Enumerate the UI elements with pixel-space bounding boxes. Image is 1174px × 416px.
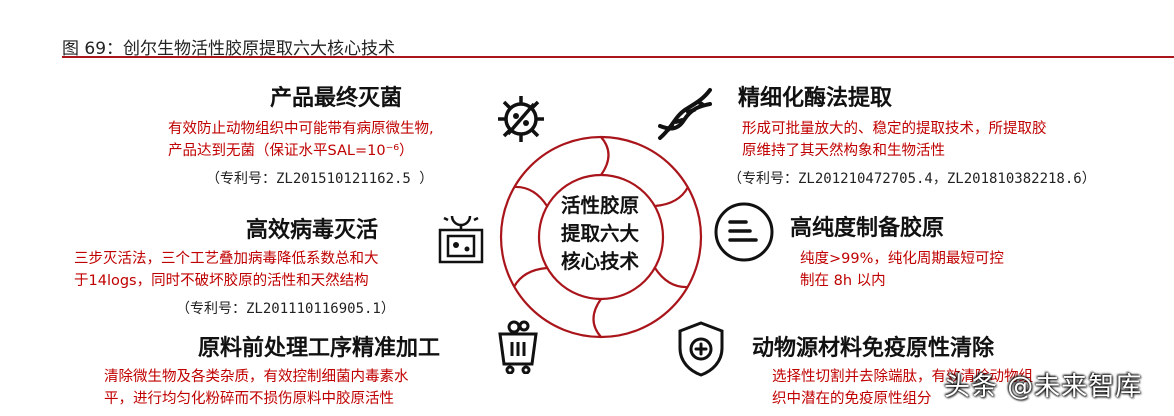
technique-patent: （专利号：ZL201510121162.5 ） — [206, 171, 434, 187]
technique-immunogen-removal: 动物源材料免疫原性清除 选择性切割并去除端肽，有效清除动物组 织中潜在的免疫原性… — [752, 330, 1132, 410]
title-divider — [62, 56, 1174, 58]
technique-desc: 形成可批量放大的、稳定的提取技术，所提取胶 原维持了其天然构象和生物活性 — [742, 121, 1047, 159]
technique-title: 高效病毒灭活 — [246, 218, 379, 243]
dna-icon — [658, 88, 712, 140]
technique-desc: 纯度>99%，纯化周期最短可控 制在 8h 以内 — [800, 251, 1004, 289]
technique-high-purity: 高纯度制备胶原 纯度>99%，纯化周期最短可控 制在 8h 以内 — [790, 210, 1090, 292]
virus-icon — [498, 96, 544, 142]
cart-icon — [498, 320, 538, 374]
technique-title: 动物源材料免疫原性清除 — [752, 336, 995, 361]
technique-title: 产品最终灭菌 — [270, 86, 403, 111]
technique-pretreatment: 原料前处理工序精准加工 清除微生物及各类杂质，有效控制细菌内毒素水 平，进行均匀… — [104, 330, 494, 410]
shield-plus-icon — [678, 321, 724, 377]
uv-lamp-icon — [438, 215, 484, 264]
list-icon — [714, 202, 774, 262]
technique-enzymatic: 精细化酶法提取 形成可批量放大的、稳定的提取技术，所提取胶 原维持了其天然构象和… — [728, 80, 1156, 188]
technique-desc: 三步灭活法，三个工艺叠加病毒降低系数总和大 于14logs，同时不破坏胶原的活性… — [74, 251, 379, 289]
technique-desc: 清除微生物及各类杂质，有效控制细菌内毒素水 平，进行均匀化粉碎而不损伤原料中胶原… — [104, 369, 409, 407]
core-wheel — [499, 135, 703, 339]
technique-title: 高纯度制备胶原 — [790, 216, 945, 241]
technique-patent: （专利号：ZL201110116905.1） — [176, 301, 395, 317]
technique-virus-inactivation: 高效病毒灭活 三步灭活法，三个工艺叠加病毒降低系数总和大 于14logs，同时不… — [74, 212, 444, 318]
technique-title: 精细化酶法提取 — [738, 86, 893, 111]
technique-sterilization: 产品最终灭菌 有效防止动物组织中可能带有病原微生物, 产品达到无菌（保证水平SA… — [160, 80, 490, 188]
technique-desc: 选择性切割并去除端肽，有效清除动物组 织中潜在的免疫原性组分 — [772, 369, 1033, 407]
technique-patent: （专利号：ZL201210472705.4，ZL201810382218.6） — [728, 171, 1096, 187]
technique-title: 原料前处理工序精准加工 — [198, 336, 441, 361]
core-label: 活性胶原 提取六大 核心技术 — [560, 194, 639, 273]
technique-desc: 有效防止动物组织中可能带有病原微生物, 产品达到无菌（保证水平SAL=10⁻⁶） — [168, 121, 434, 159]
figure-title: 图 69：创尔生物活性胶原提取六大核心技术 — [62, 39, 396, 59]
watermark: 头条 @未来智库 — [944, 372, 1143, 402]
